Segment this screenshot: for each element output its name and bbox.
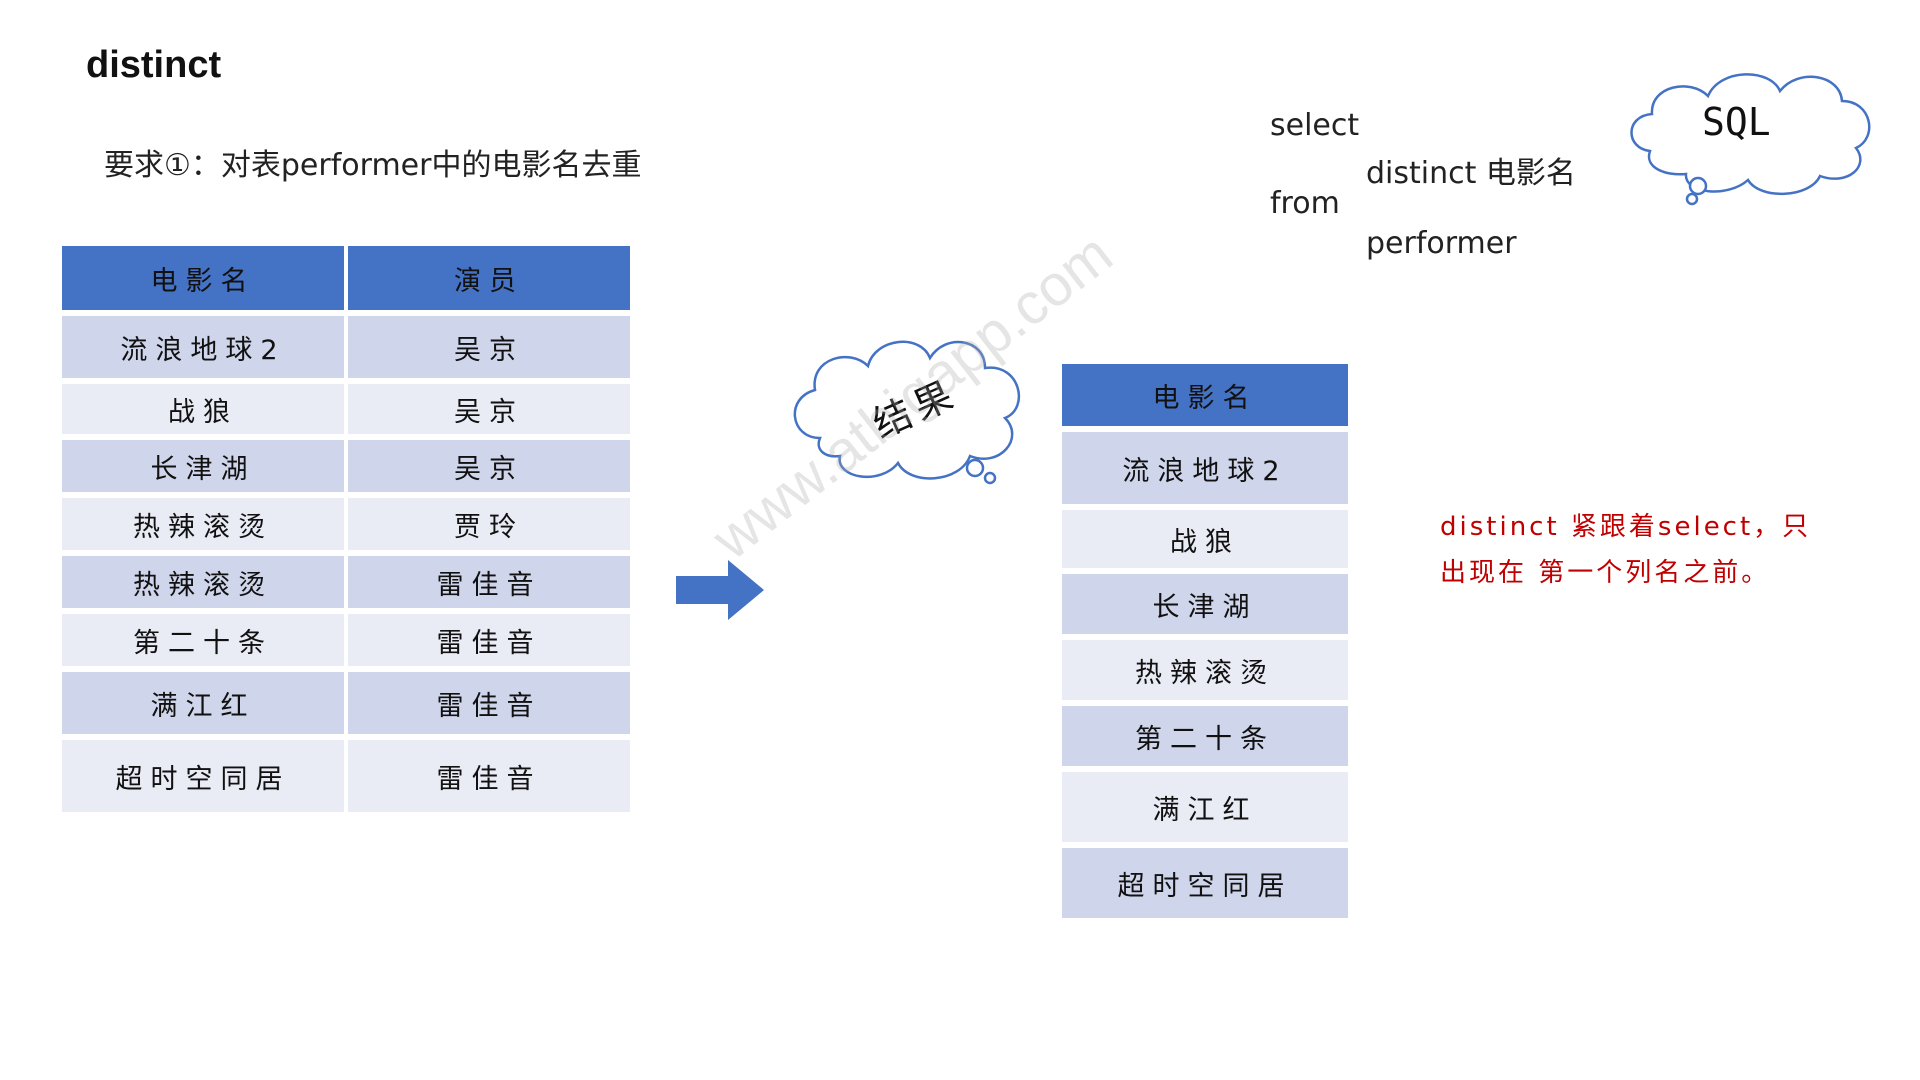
- table-header-row: 电影名 演员: [62, 246, 630, 310]
- actor-cell: 雷佳音: [348, 740, 630, 812]
- sql-table-name: performer: [1366, 226, 1517, 261]
- column-header-movie: 电影名: [62, 246, 344, 310]
- movie-cell: 战狼: [1062, 510, 1348, 568]
- thought-cloud-icon: [793, 340, 1021, 485]
- movie-cell: 超时空同居: [62, 740, 344, 812]
- table-row: 超时空同居: [1062, 848, 1348, 918]
- page-title: distinct: [86, 44, 222, 86]
- table-row: 第二十条 雷佳音: [62, 614, 630, 666]
- table-row: 流浪地球2 吴京: [62, 316, 630, 378]
- table-row: 战狼: [1062, 510, 1348, 568]
- note-line-1: distinct 紧跟着select，只: [1440, 512, 1812, 542]
- thought-cloud-icon: [1630, 73, 1871, 206]
- table-row: 流浪地球2: [1062, 432, 1348, 504]
- table-row: 满江红 雷佳音: [62, 672, 630, 734]
- sql-distinct-column: distinct 电影名: [1366, 156, 1576, 191]
- table-row: 长津湖: [1062, 574, 1348, 634]
- table-row: 热辣滚烫 贾玲: [62, 498, 630, 550]
- movie-cell: 流浪地球2: [62, 316, 344, 378]
- actor-cell: 雷佳音: [348, 672, 630, 734]
- source-table: 电影名 演员 流浪地球2 吴京 战狼 吴京 长津湖 吴京 热辣滚烫 贾玲 热辣滚: [58, 240, 634, 818]
- movie-cell: 流浪地球2: [1062, 432, 1348, 504]
- sql-select-keyword: select: [1270, 108, 1360, 143]
- table-row: 第二十条: [1062, 706, 1348, 766]
- table-header-row: 电影名: [1062, 364, 1348, 426]
- movie-cell: 长津湖: [62, 440, 344, 492]
- table-row: 热辣滚烫 雷佳音: [62, 556, 630, 608]
- sql-cloud-label: SQL: [1702, 100, 1771, 144]
- actor-cell: 雷佳音: [348, 556, 630, 608]
- actor-cell: 雷佳音: [348, 614, 630, 666]
- requirement-text: 要求①：对表performer中的电影名去重: [104, 148, 642, 183]
- table-row: 满江红: [1062, 772, 1348, 842]
- table-row: 热辣滚烫: [1062, 640, 1348, 700]
- right-arrow-icon: [676, 560, 764, 620]
- movie-cell: 热辣滚烫: [62, 498, 344, 550]
- actor-cell: 吴京: [348, 440, 630, 492]
- actor-cell: 吴京: [348, 316, 630, 378]
- result-table: 电影名 流浪地球2 战狼 长津湖 热辣滚烫 第二十条 满江红 超时空同居: [1058, 358, 1352, 924]
- movie-cell: 热辣滚烫: [1062, 640, 1348, 700]
- movie-cell: 满江红: [1062, 772, 1348, 842]
- actor-cell: 吴京: [348, 384, 630, 434]
- note-text: distinct 紧跟着select，只 出现在 第一个列名之前。: [1440, 504, 1811, 596]
- table-row: 长津湖 吴京: [62, 440, 630, 492]
- actor-cell: 贾玲: [348, 498, 630, 550]
- column-header-movie: 电影名: [1062, 364, 1348, 426]
- movie-cell: 战狼: [62, 384, 344, 434]
- movie-cell: 满江红: [62, 672, 344, 734]
- column-header-actor: 演员: [348, 246, 630, 310]
- movie-cell: 长津湖: [1062, 574, 1348, 634]
- sql-from-keyword: from: [1270, 186, 1340, 221]
- movie-cell: 超时空同居: [1062, 848, 1348, 918]
- table-row: 战狼 吴京: [62, 384, 630, 434]
- movie-cell: 第二十条: [62, 614, 344, 666]
- movie-cell: 第二十条: [1062, 706, 1348, 766]
- movie-cell: 热辣滚烫: [62, 556, 344, 608]
- note-line-2: 出现在 第一个列名之前。: [1440, 558, 1771, 588]
- table-row: 超时空同居 雷佳音: [62, 740, 630, 812]
